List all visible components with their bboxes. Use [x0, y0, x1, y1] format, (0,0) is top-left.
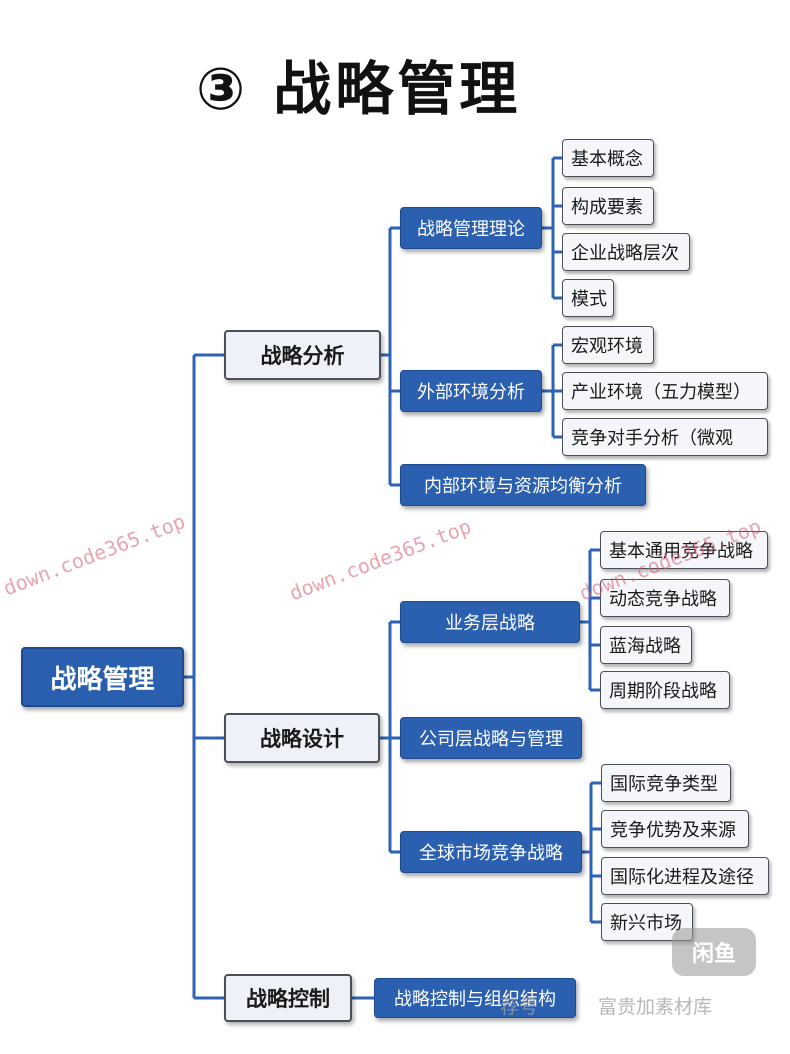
leaf-basic-concept: 基本概念 [562, 139, 654, 177]
leaf-cycle-stage: 周期阶段战略 [600, 671, 730, 709]
leaf-intl-competition-types: 国际竞争类型 [601, 764, 731, 802]
watermark-logo: 闲鱼 [672, 928, 756, 976]
node-strategy-theory: 战略管理理论 [400, 207, 542, 249]
node-control-organization: 战略控制与组织结构 [374, 978, 576, 1018]
leaf-blue-ocean: 蓝海战略 [600, 626, 692, 664]
node-internal-environment: 内部环境与资源均衡分析 [400, 464, 646, 506]
leaf-internationalization: 国际化进程及途径 [601, 857, 769, 895]
leaf-dynamic-competitive: 动态竞争战略 [600, 579, 730, 617]
node-strategy-design: 战略设计 [224, 713, 380, 763]
leaf-generic-competitive: 基本通用竞争战略 [600, 531, 768, 569]
leaf-macro-environment: 宏观环境 [562, 326, 654, 364]
leaf-mode: 模式 [562, 279, 614, 317]
node-external-environment: 外部环境分析 [400, 370, 542, 412]
node-global-strategy: 全球市场竞争战略 [400, 831, 582, 873]
leaf-competitor-analysis: 竞争对手分析（微观 [562, 418, 768, 456]
leaf-elements: 构成要素 [562, 187, 654, 225]
node-strategy-analysis: 战略分析 [224, 330, 381, 380]
leaf-emerging-markets: 新兴市场 [601, 903, 693, 941]
node-strategy-control: 战略控制 [224, 974, 352, 1022]
page-title: ③ 战略管理 [196, 55, 522, 123]
leaf-competitive-advantage: 竞争优势及来源 [601, 810, 749, 848]
node-corporate-strategy: 公司层战略与管理 [400, 717, 582, 759]
leaf-industry-environment: 产业环境（五力模型） [562, 372, 768, 410]
root-node: 战略管理 [21, 647, 184, 707]
node-business-strategy: 业务层战略 [400, 601, 580, 643]
leaf-strategy-levels: 企业战略层次 [562, 233, 690, 271]
